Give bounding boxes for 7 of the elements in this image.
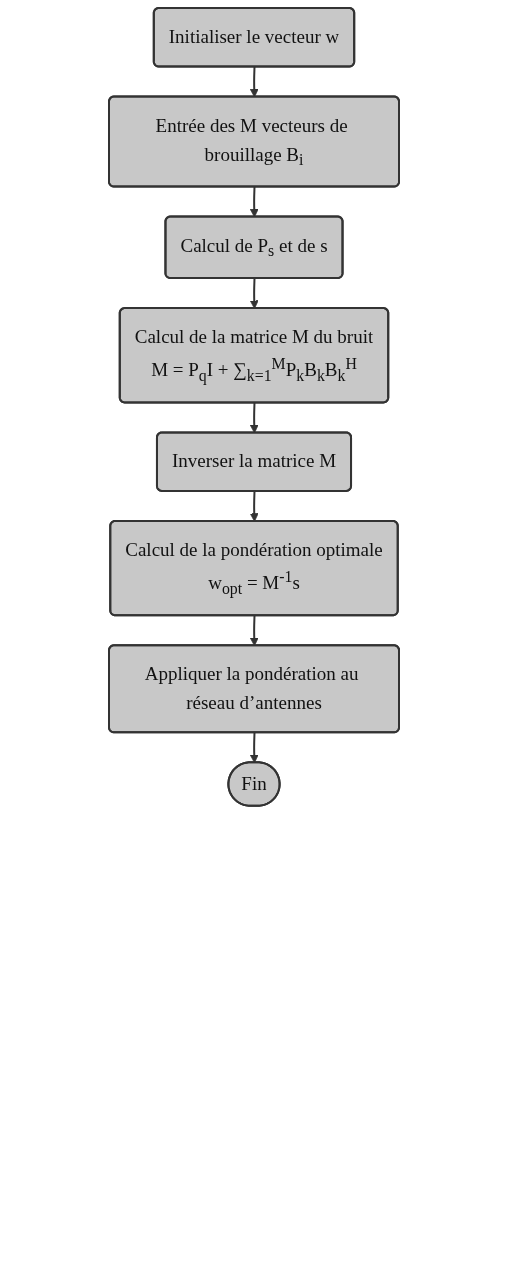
arrow [249,66,259,98]
arrow [249,490,259,522]
arrow [249,731,259,764]
arrow [249,614,259,647]
arrow [249,401,259,434]
arrow [249,186,259,218]
arrow [249,277,259,309]
